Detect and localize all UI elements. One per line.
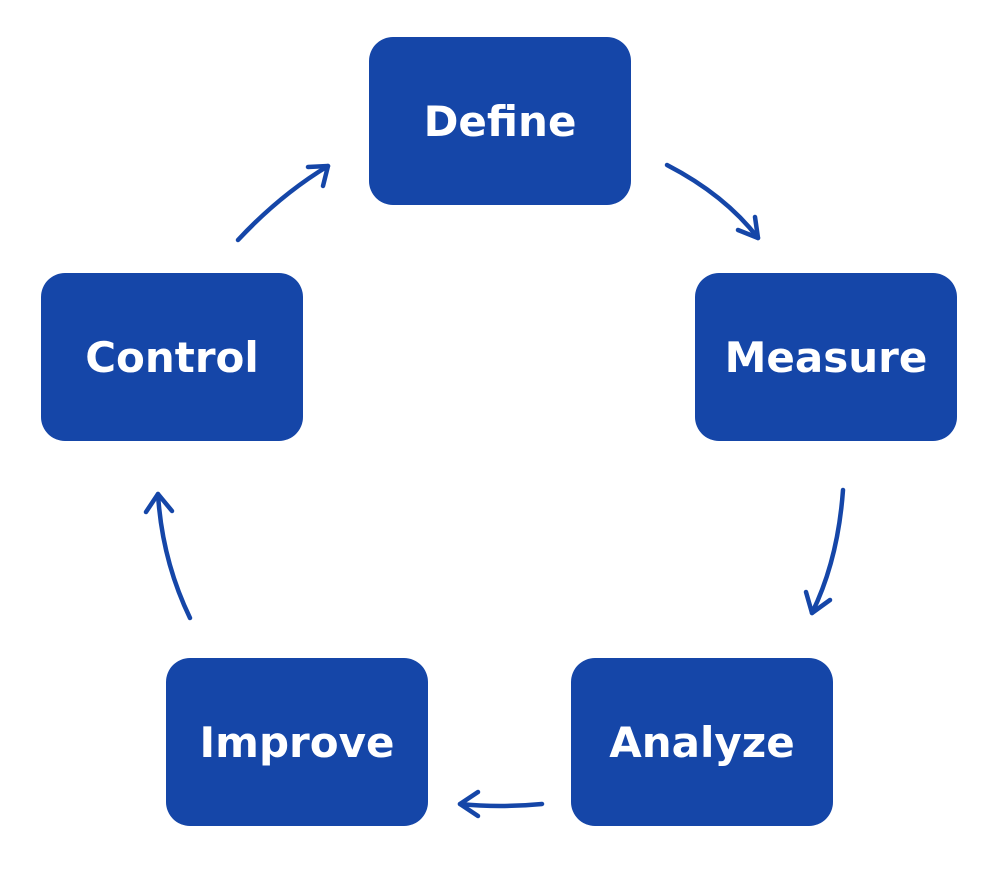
step-improve-box: Improve xyxy=(166,658,428,826)
step-control-label: Control xyxy=(85,332,259,382)
step-improve-label: Improve xyxy=(199,717,395,767)
step-measure-box: Measure xyxy=(695,273,957,441)
step-measure-label: Measure xyxy=(724,332,928,382)
arrow-control-to-define xyxy=(235,163,331,243)
arrow-analyze-to-improve xyxy=(457,789,545,819)
step-define-box: Define xyxy=(369,37,631,205)
step-control-box: Control xyxy=(41,273,303,441)
step-analyze-box: Analyze xyxy=(571,658,833,826)
arrow-define-to-measure xyxy=(664,162,761,241)
step-analyze-label: Analyze xyxy=(609,717,795,767)
step-define-label: Define xyxy=(423,96,577,146)
arrow-measure-to-analyze xyxy=(803,487,846,616)
arrow-improve-to-control xyxy=(143,491,193,621)
